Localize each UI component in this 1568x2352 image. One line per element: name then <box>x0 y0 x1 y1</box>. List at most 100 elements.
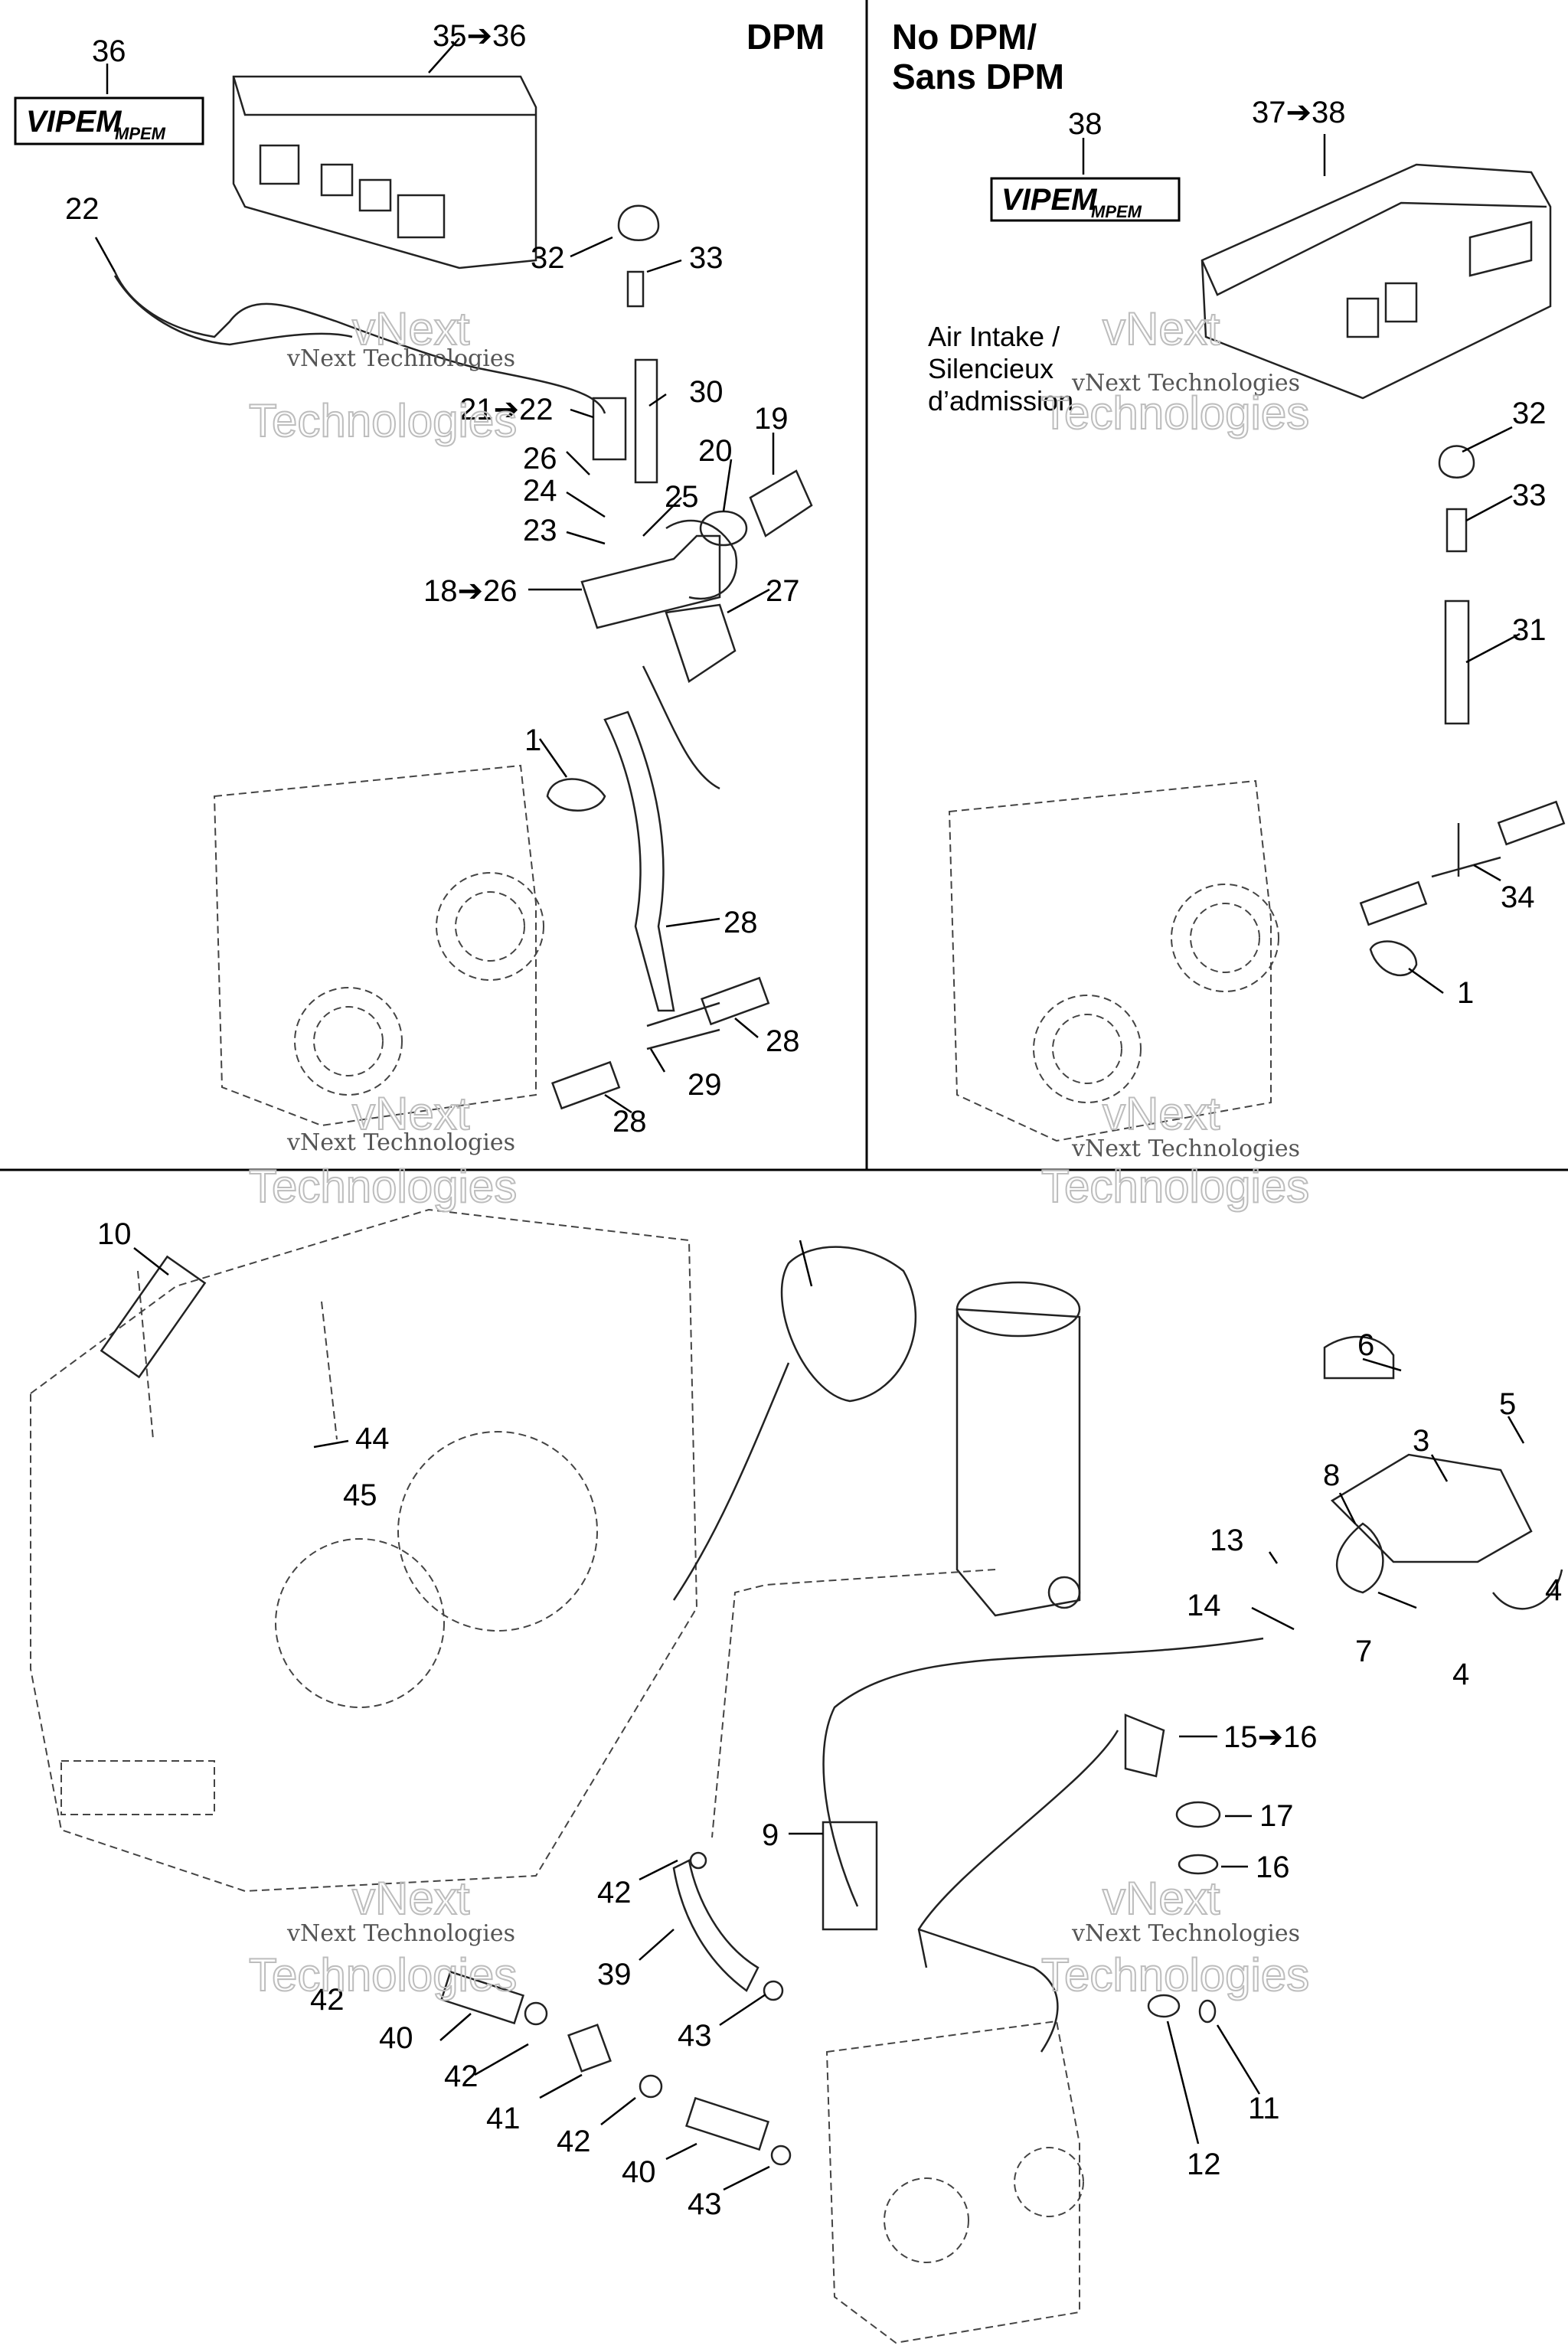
svg-text:Technologies: Technologies <box>1041 387 1309 439</box>
oil-pump-lever <box>1323 1335 1563 1610</box>
watermark-bottom-left: vNext vNext Technologies Technologies <box>248 1872 518 2001</box>
label-9: 9 <box>762 1818 779 1852</box>
svg-text:vNext Technologies: vNext Technologies <box>1071 1920 1300 1947</box>
vacuum-fittings-no-dpm <box>1438 445 1475 725</box>
label-21-22: 21➔22 <box>459 393 554 426</box>
ecu-module-dpm <box>232 75 537 270</box>
routing-line <box>711 1569 996 1838</box>
svg-text:MPEM: MPEM <box>1091 202 1142 221</box>
svg-text:vNext: vNext <box>1102 1873 1220 1924</box>
label-15-16: 15➔16 <box>1223 1720 1318 1754</box>
svg-text:Technologies: Technologies <box>249 1161 517 1212</box>
svg-text:vNext Technologies: vNext Technologies <box>286 1920 515 1947</box>
svg-text:vNext Technologies: vNext Technologies <box>1071 1135 1300 1162</box>
label-40-b: 40 <box>622 2155 656 2189</box>
oil-pump-cable <box>822 1637 1264 2053</box>
label-13: 13 <box>1210 1524 1244 1557</box>
vipem-logo-right: VIPEM MPEM <box>990 177 1181 222</box>
hose-10 <box>100 1255 207 1379</box>
svg-text:Technologies: Technologies <box>1041 1161 1309 1212</box>
dpm-valve-assembly <box>580 358 813 683</box>
label-10: 10 <box>97 1217 132 1251</box>
svg-text:Technologies: Technologies <box>249 1949 517 2001</box>
carburetor-bottom <box>825 2020 1084 2344</box>
label-42-d: 42 <box>557 2125 591 2158</box>
label-42-a: 42 <box>597 1876 632 1909</box>
label-37-38: 37➔38 <box>1252 96 1346 129</box>
label-30: 30 <box>689 375 724 409</box>
hoses-no-dpm <box>1359 800 1566 977</box>
hoses-bottom <box>440 1851 792 2166</box>
label-44: 44 <box>355 1422 390 1455</box>
hoses-dpm <box>550 665 770 1110</box>
label-18-26: 18➔26 <box>423 574 518 608</box>
label-41: 41 <box>486 2102 521 2135</box>
no-dpm-header: No DPM/ <box>892 17 1037 57</box>
watermark-mid-left: vNext vNext Technologies Technologies <box>248 1087 518 1213</box>
label-43-a: 43 <box>678 2019 712 2053</box>
air-silencer <box>672 1246 1081 1617</box>
watermark-bottom-right: vNext vNext Technologies Technologies <box>1040 1872 1310 2001</box>
label-27: 27 <box>766 574 800 608</box>
small-parts <box>1124 1713 1221 2024</box>
wire-harness <box>113 271 606 414</box>
watermark-mid-right: vNext vNext Technologies Technologies <box>1040 1087 1310 1213</box>
label-32: 32 <box>531 241 565 275</box>
label-40-a: 40 <box>379 2021 413 2055</box>
ecu-module-no-dpm <box>1200 163 1552 400</box>
label-39: 39 <box>597 1958 632 1991</box>
label-5: 5 <box>1499 1387 1516 1421</box>
callout-labels: 36 35➔36 22 32 33 21➔22 30 19 20 26 24 2… <box>65 19 1562 2221</box>
label-14: 14 <box>1187 1589 1221 1622</box>
label-8: 8 <box>1323 1459 1340 1492</box>
label-43-b: 43 <box>688 2187 722 2221</box>
admission-label: d’admission <box>928 385 1073 416</box>
label-1-no-dpm: 1 <box>1457 976 1474 1010</box>
svg-text:vNext Technologies: vNext Technologies <box>1071 370 1300 397</box>
label-32-no-dpm: 32 <box>1512 397 1547 430</box>
label-7: 7 <box>1355 1635 1372 1668</box>
label-42-c: 42 <box>444 2060 479 2093</box>
label-28-lower: 28 <box>612 1105 647 1138</box>
leader-lines <box>94 38 1525 2191</box>
label-33-no-dpm: 33 <box>1512 479 1547 512</box>
label-36: 36 <box>92 34 126 68</box>
label-28-upper: 28 <box>724 906 758 939</box>
label-4-lower: 4 <box>1452 1658 1469 1691</box>
label-17: 17 <box>1259 1799 1294 1833</box>
svg-text:vNext: vNext <box>352 1088 470 1139</box>
label-6: 6 <box>1357 1328 1374 1362</box>
svg-text:vNext: vNext <box>352 1873 470 1924</box>
label-35-36: 35➔36 <box>433 19 527 53</box>
svg-text:vNext: vNext <box>352 303 470 354</box>
label-12: 12 <box>1187 2148 1221 2181</box>
svg-text:VIPEM: VIPEM <box>1001 183 1098 217</box>
label-4-upper: 4 <box>1545 1573 1562 1607</box>
label-31: 31 <box>1512 613 1547 647</box>
label-16: 16 <box>1256 1851 1290 1884</box>
carburetor-no-dpm <box>948 779 1279 1142</box>
label-11: 11 <box>1248 2092 1280 2125</box>
vacuum-fittings-dpm <box>617 204 660 308</box>
carburetor-dpm <box>213 764 544 1127</box>
svg-text:vNext: vNext <box>1102 1088 1220 1139</box>
label-20: 20 <box>698 434 733 468</box>
label-28-right: 28 <box>766 1024 800 1058</box>
sans-dpm-header: Sans DPM <box>892 57 1064 96</box>
svg-text:MPEM: MPEM <box>115 124 166 143</box>
dpm-header: DPM <box>746 17 825 57</box>
label-45: 45 <box>343 1478 377 1512</box>
label-42-b: 42 <box>310 1983 345 2017</box>
label-1-dpm: 1 <box>524 724 541 757</box>
label-26: 26 <box>523 442 557 475</box>
label-3: 3 <box>1413 1424 1429 1458</box>
label-19: 19 <box>754 402 789 436</box>
engine-block <box>30 1208 698 1893</box>
silencieux-label: Silencieux <box>928 353 1054 384</box>
label-29: 29 <box>688 1068 722 1102</box>
vipem-logo-left: VIPEM MPEM <box>14 96 204 145</box>
label-25: 25 <box>665 480 699 514</box>
watermark-top-right: vNext vNext Technologies Technologies <box>1040 302 1310 439</box>
svg-text:vNext Technologies: vNext Technologies <box>286 1129 515 1156</box>
